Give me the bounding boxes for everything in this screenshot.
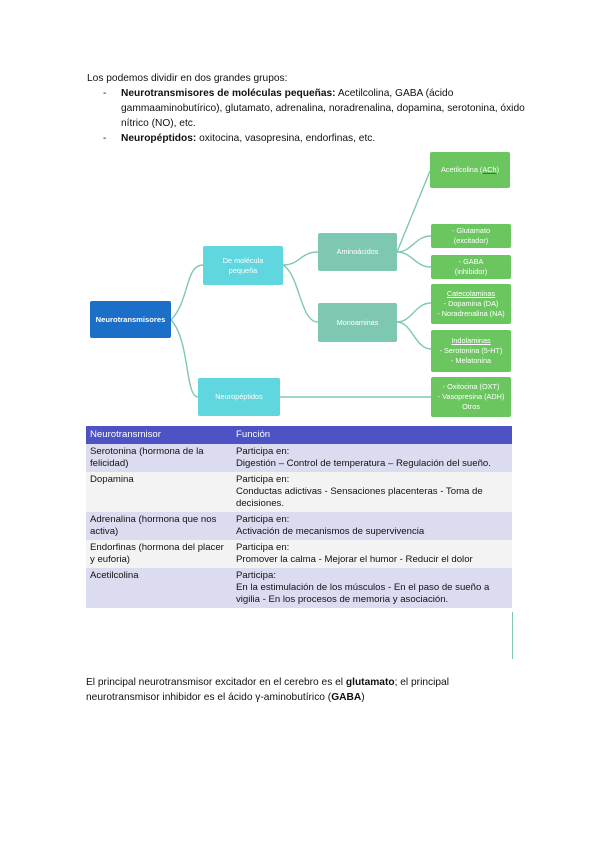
node-label: Acetilcolina (ACh) — [441, 165, 499, 175]
node-label: Neurotransmisores — [95, 314, 166, 324]
node-neurotransmisores: Neurotransmisores — [90, 301, 171, 338]
connector-small-mono — [282, 264, 319, 323]
cell-function: Participa en:Digestión – Control de temp… — [232, 444, 512, 472]
node-label-heading: Catecolaminas — [446, 289, 496, 298]
connector-small-amino — [282, 251, 319, 266]
cell-neurotransmitter: Acetilcolina — [86, 568, 232, 608]
column-header: Neurotransmisor — [86, 426, 232, 444]
conclusion-part: El principal neurotransmisor excitador e… — [86, 677, 346, 688]
node-label-part: Acetilcolina ( — [440, 165, 483, 174]
table-row: Dopamina Participa en:Conductas adictiva… — [86, 472, 512, 512]
intro-line: Los podemos dividir en dos grandes grupo… — [87, 73, 288, 84]
cell-function: Participa:En la estimulación de los músc… — [232, 568, 512, 608]
conclusion-bold: GABA — [331, 692, 362, 703]
node-label: - Noradrenalina (NA) — [437, 309, 505, 318]
group-item-title: Neuropéptidos: — [121, 133, 197, 144]
conclusion-text: El principal neurotransmisor excitador e… — [86, 675, 516, 705]
node-label: - Glutamato — [451, 226, 491, 235]
node-indolamines: Indolaminas - Serotonina (5-HT) - Melato… — [431, 330, 511, 372]
cell-neurotransmitter: Dopamina — [86, 472, 232, 512]
conclusion-paragraph: El principal neurotransmisor excitador e… — [86, 675, 516, 705]
node-label: Monoaminas — [336, 317, 379, 327]
cell-neurotransmitter: Serotonina (hormona de la felicidad) — [86, 444, 232, 472]
node-label: Otros — [462, 402, 480, 411]
cell-neurotransmitter: Endorfinas (hormona del placer y euforia… — [86, 540, 232, 568]
function-text: Conductas adictivas - Sensaciones placen… — [236, 486, 483, 509]
node-small-molecule: De molécula pequeña — [203, 246, 283, 285]
node-monoamines: Monoaminas — [318, 303, 397, 342]
node-aminoacids: Aminoácidos — [318, 233, 397, 271]
node-label-abbr: ACh — [482, 165, 497, 174]
function-table: Neurotransmisor Función Serotonina (horm… — [86, 426, 512, 608]
node-acetylcholine: Acetilcolina (ACh) — [430, 152, 510, 188]
node-label: (excitador) — [453, 236, 489, 245]
connector-amino-gaba — [396, 251, 432, 268]
cell-function: Participa en:Conductas adictivas - Sensa… — [232, 472, 512, 512]
node-label: - GABA — [458, 257, 484, 266]
intro-section: Los podemos dividir en dos grandes grupo… — [87, 71, 527, 146]
table-row: Adrenalina (hormona que nos activa) Part… — [86, 512, 512, 540]
table-row: Serotonina (hormona de la felicidad) Par… — [86, 444, 512, 472]
function-intro: Participa en: — [236, 474, 290, 485]
connector-amino-ach — [396, 170, 431, 253]
function-intro: Participa en: — [236, 446, 290, 457]
connector-amino-glut — [396, 235, 432, 253]
node-glutamate: - Glutamato (excitador) — [431, 224, 511, 248]
node-label: - Oxitocina (OXT) — [442, 382, 500, 391]
connector-root-neuropep — [170, 319, 199, 398]
table-edge-line — [512, 612, 513, 659]
node-label: Neuropéptidos — [215, 392, 263, 401]
node-neuropeptides: Neuropéptidos — [198, 378, 280, 416]
node-peptides-list: - Oxitocina (OXT) - Vasopresina (ADH) Ot… — [431, 377, 511, 417]
connector-mono-cate — [396, 302, 432, 323]
group-item-title: Neurotransmisores de moléculas pequeñas: — [121, 88, 336, 99]
node-gaba: - GABA (inhibidor) — [431, 255, 511, 279]
column-header: Función — [232, 426, 512, 444]
function-text: Promover la calma - Mejorar el humor - R… — [236, 554, 473, 565]
node-label: - Dopamina (DA) — [443, 299, 499, 308]
group-item-neuropeptides: Neuropéptidos: oxitocina, vasopresina, e… — [87, 131, 527, 146]
function-intro: Participa en: — [236, 514, 290, 525]
node-label-part: ) — [496, 165, 499, 174]
cell-function: Participa en:Activación de mecanismos de… — [232, 512, 512, 540]
function-intro: Participa en: — [236, 542, 290, 553]
node-label: pequeña — [228, 265, 258, 275]
group-list: Neurotransmisores de moléculas pequeñas:… — [87, 86, 527, 146]
group-item-text: oxitocina, vasopresina, endorfinas, etc. — [196, 133, 376, 144]
table-row: Acetilcolina Participa:En la estimulació… — [86, 568, 512, 608]
conclusion-bold: glutamato — [345, 677, 395, 688]
function-text: En la estimulación de los músculos - En … — [236, 582, 490, 605]
node-label: - Vasopresina (ADH) — [437, 392, 505, 401]
node-label-heading: Indolaminas — [451, 336, 491, 345]
connector-mono-indo — [396, 321, 432, 350]
cell-neurotransmitter: Adrenalina (hormona que nos activa) — [86, 512, 232, 540]
conclusion-part: ) — [361, 692, 365, 703]
node-catecholamines: Catecolaminas - Dopamina (DA) - Noradren… — [431, 284, 511, 324]
node-label: - Melatonina — [450, 356, 492, 365]
group-item-small-molecules: Neurotransmisores de moléculas pequeñas:… — [87, 86, 527, 131]
function-text: Digestión – Control de temperatura – Reg… — [236, 458, 491, 469]
node-label: Aminoácidos — [336, 247, 379, 256]
table-row: Endorfinas (hormona del placer y euforia… — [86, 540, 512, 568]
node-label: - Serotonina (5-HT) — [439, 346, 503, 355]
group-item-text: Acetilcolina, GABA (ácido gammaaminobutí… — [121, 88, 525, 129]
table-header-row: Neurotransmisor Función — [86, 426, 512, 444]
function-text: Activación de mecanismos de supervivenci… — [236, 526, 425, 537]
cell-function: Participa en:Promover la calma - Mejorar… — [232, 540, 512, 568]
connector-root-small — [170, 264, 204, 321]
conclusion-part: ; el principal neurotransmisor inhibidor… — [86, 677, 449, 703]
node-label: (inhibidor) — [454, 267, 488, 276]
function-intro: Participa: — [236, 570, 276, 581]
node-label: De molécula — [222, 255, 264, 265]
